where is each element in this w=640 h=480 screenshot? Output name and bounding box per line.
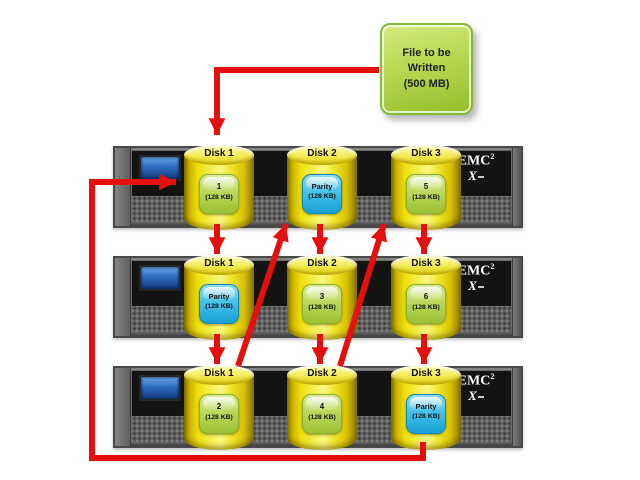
block-array1-disk2: Parity (128 KB) [302, 174, 342, 214]
block-size: (128 KB) [308, 303, 336, 311]
block-array2-disk2: 3 (128 KB) [302, 284, 342, 324]
block-size: (128 KB) [205, 413, 233, 421]
disk-label: Disk 1 [204, 368, 234, 379]
block-array3-disk3: Parity (128 KB) [406, 394, 446, 434]
rack-ear-left [115, 258, 131, 336]
disk-array3-disk1: Disk 1 2 (128 KB) [184, 365, 254, 450]
file-to-write-box: File to be Written (500 MB) [380, 23, 473, 115]
rack-ear-right [512, 148, 521, 226]
storage-array-3: EMC2 X Disk 1 2 (128 KB) Disk 2 4 (128 K… [113, 365, 523, 450]
emc-brand-text: EMC2 [457, 262, 495, 279]
block-id: Parity [415, 402, 437, 411]
block-id: Parity [208, 292, 230, 301]
disk-label: Disk 1 [204, 258, 234, 269]
emc-logo: EMC2 X [445, 152, 507, 183]
emc-brand-text: EMC2 [457, 372, 495, 389]
block-array1-disk1: 1 (128 KB) [199, 174, 239, 214]
disk-array1-disk3: Disk 3 5 (128 KB) [391, 145, 461, 230]
emc-logo: EMC2 X [445, 262, 507, 293]
block-id: 5 [423, 182, 429, 191]
x-brand-dash [477, 396, 484, 399]
disk-label: Disk 2 [307, 148, 337, 159]
rack-ear-right [512, 368, 521, 446]
disk-label: Disk 3 [411, 148, 441, 159]
x-brand-text: X [445, 389, 507, 403]
disk-array3-disk3: Disk 3 Parity (128 KB) [391, 365, 461, 450]
block-size: (128 KB) [308, 413, 336, 421]
block-id: 3 [319, 292, 325, 301]
block-size: (128 KB) [308, 193, 336, 200]
disk-array2-disk2: Disk 2 3 (128 KB) [287, 255, 357, 340]
block-id: 4 [319, 402, 325, 411]
disk-array1-disk2: Disk 2 Parity (128 KB) [287, 145, 357, 230]
storage-array-1: EMC2 X Disk 1 1 (128 KB) Disk 2 Parity (… [113, 145, 523, 230]
disk-label: Disk 1 [204, 148, 234, 159]
block-id: 1 [216, 182, 222, 191]
block-id: Parity [311, 182, 333, 191]
storage-array-2: EMC2 X Disk 1 Parity (128 KB) Disk 2 3 (… [113, 255, 523, 340]
block-size: (128 KB) [205, 193, 233, 201]
disk-cylinder-top [391, 145, 461, 165]
block-array2-disk1: Parity (128 KB) [199, 284, 239, 324]
disk-label: Disk 2 [307, 258, 337, 269]
block-id: 6 [423, 292, 429, 301]
emc-logo: EMC2 X [445, 372, 507, 403]
disk-label: Disk 3 [411, 368, 441, 379]
lcd-display-icon [139, 375, 181, 401]
block-size: (128 KB) [412, 193, 440, 201]
block-array3-disk2: 4 (128 KB) [302, 394, 342, 434]
block-size: (128 KB) [205, 303, 233, 310]
block-array1-disk3: 5 (128 KB) [406, 174, 446, 214]
disk-label: Disk 2 [307, 368, 337, 379]
rack-ear-left [115, 368, 131, 446]
block-size: (128 KB) [412, 413, 440, 420]
disk-cylinder-top [287, 145, 357, 165]
rack-ear-left [115, 148, 131, 226]
lcd-display-icon [139, 155, 181, 181]
emc-brand-text: EMC2 [457, 152, 495, 169]
disk-array2-disk1: Disk 1 Parity (128 KB) [184, 255, 254, 340]
disk-label: Disk 3 [411, 258, 441, 269]
lcd-display-icon [139, 265, 181, 291]
x-brand-dash [477, 286, 484, 289]
x-brand-text: X [445, 169, 507, 183]
block-array2-disk3: 6 (128 KB) [406, 284, 446, 324]
disk-array2-disk3: Disk 3 6 (128 KB) [391, 255, 461, 340]
rack-ear-right [512, 258, 521, 336]
x-brand-text: X [445, 279, 507, 293]
arrow-file-to-array1-disk1 [208, 67, 379, 135]
block-id: 2 [216, 402, 222, 411]
block-array3-disk1: 2 (128 KB) [199, 394, 239, 434]
disk-array1-disk1: Disk 1 1 (128 KB) [184, 145, 254, 230]
x-brand-dash [477, 176, 484, 179]
block-size: (128 KB) [412, 303, 440, 311]
disk-array3-disk2: Disk 2 4 (128 KB) [287, 365, 357, 450]
disk-cylinder-top [184, 145, 254, 165]
